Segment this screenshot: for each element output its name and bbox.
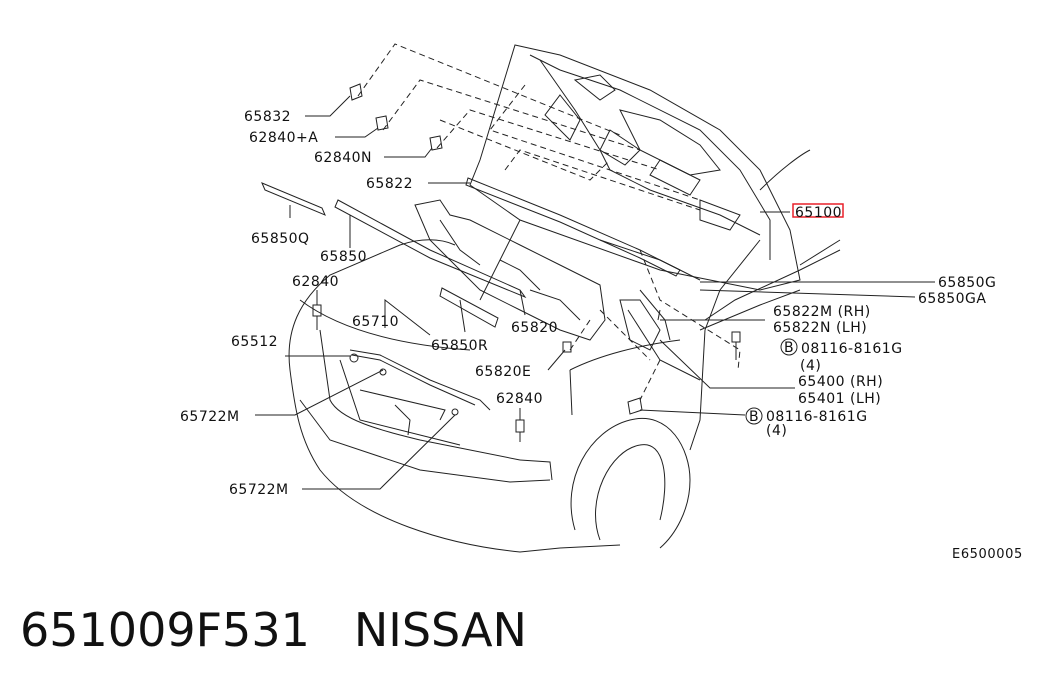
label-08116-b: 08116-8161G <box>766 409 868 425</box>
leader-lines <box>255 95 935 490</box>
assembly-dash-lines <box>357 43 741 401</box>
brand-name: NISSAN <box>353 603 527 657</box>
label-65722m-upper: 65722M <box>180 409 240 425</box>
label-65822n: 65822N (LH) <box>773 320 867 336</box>
footer: 651009F531 NISSAN <box>20 598 527 662</box>
label-65822: 65822 <box>366 176 413 192</box>
bolt-mark-circle-a <box>780 338 798 356</box>
label-65820: 65820 <box>511 320 558 336</box>
label-08116-a: 08116-8161G <box>801 341 903 357</box>
label-65722m-lower: 65722M <box>229 482 289 498</box>
hood-panel-drawing <box>469 44 801 301</box>
parts-diagram: 65832 62840+A 62840N 65822 65100 65850Q … <box>180 43 1023 562</box>
label-qty-b: (4) <box>766 423 787 439</box>
label-65850r: 65850R <box>431 338 488 354</box>
bolt-mark-a: B <box>784 340 794 356</box>
part-number: 651009F531 <box>20 603 310 657</box>
label-62840-a: 62840+A <box>249 130 318 146</box>
label-65710: 65710 <box>352 314 399 330</box>
label-qty-a: (4) <box>800 358 821 374</box>
seal-strips-drawing <box>261 177 701 328</box>
label-65822m: 65822M (RH) <box>773 304 871 320</box>
diagram-code: E6500005 <box>952 547 1023 562</box>
label-65401: 65401 (LH) <box>798 391 881 407</box>
label-62840n: 62840N <box>314 150 372 166</box>
part-labels: 65832 62840+A 62840N 65822 65100 65850Q … <box>180 109 1023 562</box>
label-65850ga: 65850GA <box>918 291 986 307</box>
bolt-mark-b: B <box>749 409 759 425</box>
label-65400: 65400 (RH) <box>798 374 883 390</box>
label-62840-lower: 62840 <box>496 391 543 407</box>
label-65512: 65512 <box>231 334 278 350</box>
highlight-box <box>792 203 844 218</box>
car-body-drawing <box>288 149 841 553</box>
label-65850: 65850 <box>320 249 367 265</box>
label-62840-left: 62840 <box>292 274 339 290</box>
insulator-drawing <box>414 199 606 341</box>
label-65100: 65100 <box>795 205 842 221</box>
label-65820e: 65820E <box>475 364 531 380</box>
label-65850q: 65850Q <box>251 231 310 247</box>
label-65850g: 65850G <box>938 275 996 291</box>
fasteners-drawing <box>312 83 741 442</box>
bolt-mark-circle-b <box>745 407 763 425</box>
label-65832: 65832 <box>244 109 291 125</box>
